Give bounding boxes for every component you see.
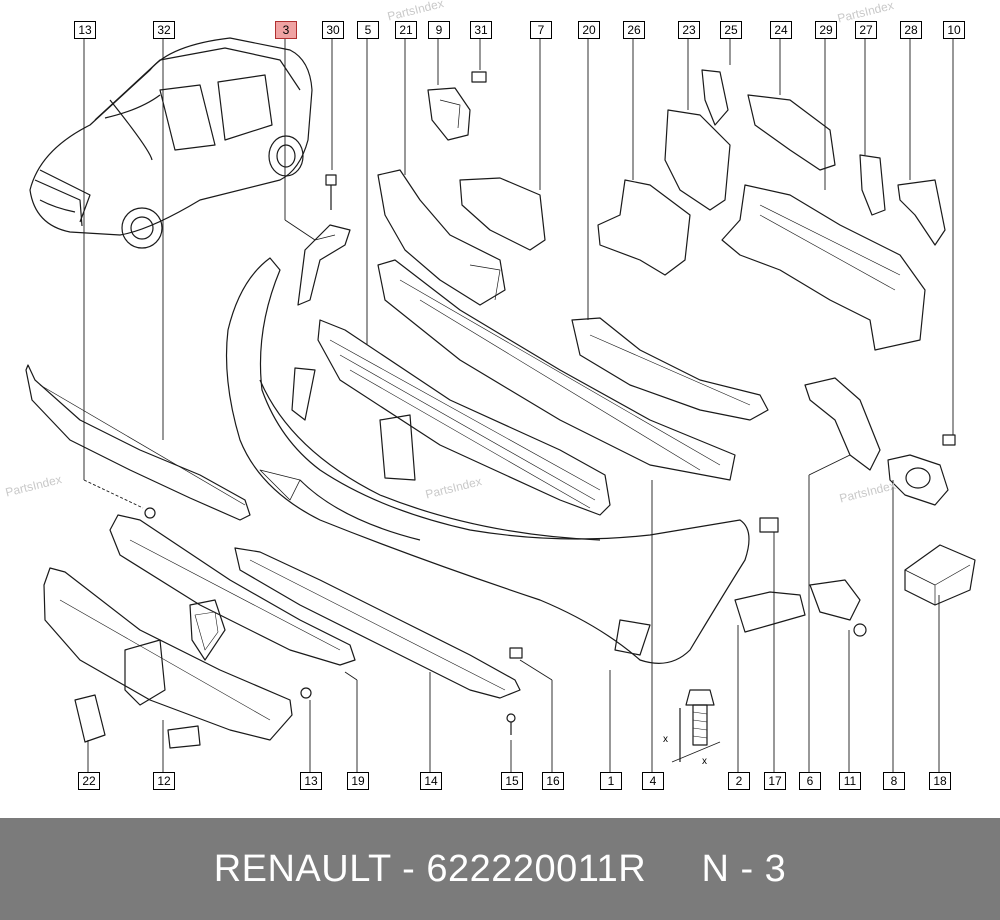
part-25-clip	[701, 69, 729, 126]
part-28-bracket	[897, 179, 946, 246]
part-number: 622220011R	[426, 847, 647, 890]
bolt-dimension-figure	[671, 689, 721, 763]
part-23-panel	[664, 109, 731, 211]
part-30-bolt	[325, 174, 337, 210]
callout-label-top[interactable]: 23	[678, 21, 700, 39]
callout-label-bottom[interactable]: 1	[600, 772, 622, 790]
callout-label-top[interactable]: 30	[322, 21, 344, 39]
brand-name: RENAULT	[213, 847, 392, 890]
part-11-bracket	[809, 579, 867, 637]
callout-label-top[interactable]: 13	[74, 21, 96, 39]
callout-label-bottom[interactable]: 19	[347, 772, 369, 790]
exploded-view-drawing: x x	[25, 37, 976, 772]
part-8-fog-housing	[887, 454, 949, 506]
callout-label-bottom[interactable]: 13	[300, 772, 322, 790]
callout-label-top[interactable]: 25	[720, 21, 742, 39]
callout-label-highlighted[interactable]: 3	[275, 21, 297, 39]
part-19-grille	[109, 514, 356, 666]
callout-label-bottom[interactable]: 22	[78, 772, 100, 790]
callout-leaders-bottom	[87, 454, 940, 772]
callout-label-top[interactable]: 9	[428, 21, 450, 39]
spacer	[646, 848, 701, 890]
callout-label-top[interactable]: 26	[623, 21, 645, 39]
part-12-radiator-grille	[43, 567, 293, 749]
part-21-absorber	[377, 169, 506, 306]
part-29-carrier	[721, 184, 926, 351]
callout-label-top[interactable]: 28	[900, 21, 922, 39]
part-20-absorber	[571, 317, 769, 421]
callout-label-bottom[interactable]: 4	[642, 772, 664, 790]
callout-label-bottom[interactable]: 6	[799, 772, 821, 790]
callout-label-bottom[interactable]: 11	[839, 772, 861, 790]
parts-diagram: x x PartsIndex PartsIndex PartsIndex Par…	[4, 0, 976, 790]
callout-label-top[interactable]: 5	[357, 21, 379, 39]
callout-label-top[interactable]: 32	[153, 21, 175, 39]
part-31-clip	[471, 71, 487, 83]
part-24-reinforcement	[747, 94, 836, 171]
callout-label-bottom[interactable]: 12	[153, 772, 175, 790]
part-6-bracket	[804, 377, 881, 471]
dimension-label-x1: x	[663, 734, 668, 745]
part-27-bracket	[859, 154, 886, 216]
callout-label-top[interactable]: 24	[770, 21, 792, 39]
callout-label-bottom[interactable]: 18	[929, 772, 951, 790]
callout-label-top[interactable]: 10	[943, 21, 965, 39]
part-4-beam	[377, 259, 736, 481]
callout-label-top[interactable]: 27	[855, 21, 877, 39]
callout-leaders-top	[83, 37, 954, 509]
part-7-bracket	[459, 177, 546, 251]
part-16-clip	[509, 647, 523, 659]
part-22-plate	[74, 694, 106, 743]
part-17-clip	[759, 517, 779, 533]
part-15-screw	[506, 713, 516, 735]
car-illustration	[29, 37, 313, 249]
callout-label-bottom[interactable]: 16	[542, 772, 564, 790]
callout-label-bottom[interactable]: 17	[764, 772, 786, 790]
part-18-kit	[904, 544, 976, 606]
part-14-lower-spoiler	[234, 547, 521, 699]
callout-label-top[interactable]: 21	[395, 21, 417, 39]
dimension-label-x2: x	[702, 756, 707, 767]
part-5-lower-grille	[317, 319, 611, 516]
part-1-bumper-cover	[225, 257, 750, 664]
part-info-footer: RENAULT - 622220011R N - 3	[0, 818, 1000, 920]
callout-label-top[interactable]: 29	[815, 21, 837, 39]
part-9-bracket	[427, 87, 471, 141]
part-10-clip	[942, 434, 956, 446]
part-32-trim-strip	[25, 364, 251, 521]
separator: -	[391, 847, 427, 890]
part-13-screw	[144, 507, 312, 699]
position-number: N - 3	[701, 847, 787, 890]
part-2-bracket	[734, 591, 806, 633]
callout-label-top[interactable]: 20	[578, 21, 600, 39]
callout-label-bottom[interactable]: 14	[420, 772, 442, 790]
part-3-bracket	[297, 224, 351, 306]
callout-label-bottom[interactable]: 15	[501, 772, 523, 790]
part-26-deflector	[597, 179, 691, 276]
callout-label-top[interactable]: 7	[530, 21, 552, 39]
callout-label-top[interactable]: 31	[470, 21, 492, 39]
callout-label-bottom[interactable]: 8	[883, 772, 905, 790]
callout-label-bottom[interactable]: 2	[728, 772, 750, 790]
part-info-text: RENAULT - 622220011R N - 3	[214, 848, 787, 891]
